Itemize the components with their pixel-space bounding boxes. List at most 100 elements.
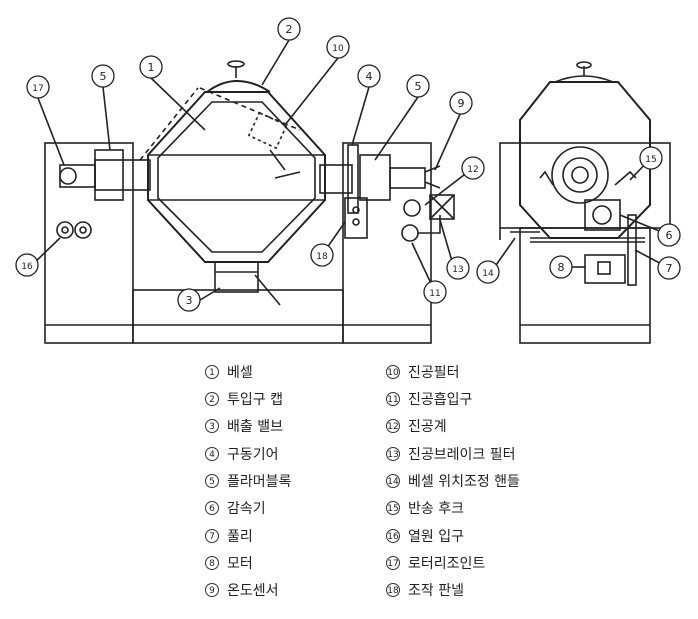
vacuum-gauge xyxy=(403,199,421,217)
legend-item-13: 13 진공브레이크 필터 xyxy=(386,444,516,464)
center-base xyxy=(132,289,344,344)
vacuum-inlet xyxy=(401,224,419,242)
legend-label: 풀리 xyxy=(227,529,253,545)
callout-7 xyxy=(657,256,681,280)
callout-8 xyxy=(549,255,573,279)
legend-item-16: 16 열원 입구 xyxy=(386,526,464,546)
callout-1 xyxy=(139,55,163,79)
legend-num: 2 xyxy=(205,392,219,406)
callout-10 xyxy=(326,35,350,59)
callout-15 xyxy=(639,146,663,170)
right-base-housing xyxy=(342,142,432,344)
legend-num: 5 xyxy=(205,474,219,488)
legend-num: 15 xyxy=(386,501,400,515)
callout-12 xyxy=(461,156,485,180)
callout-18 xyxy=(310,243,334,267)
legend-num: 16 xyxy=(386,529,400,543)
heat-inlet-b xyxy=(74,221,92,239)
legend-num: 13 xyxy=(386,447,400,461)
legend-item-10: 10 진공필터 xyxy=(386,362,460,382)
legend-label: 진공필터 xyxy=(408,365,460,381)
discharge-valve xyxy=(214,261,259,293)
legend-item-2: 2 투입구 캡 xyxy=(205,389,283,409)
vacuum-break-filter xyxy=(429,194,455,220)
transport-hook xyxy=(614,170,637,186)
callout-4-label: 4 xyxy=(366,70,373,83)
legend-num: 17 xyxy=(386,556,400,570)
legend-num: 3 xyxy=(205,419,219,433)
legend-item-18: 18 조작 판넬 xyxy=(386,580,464,600)
legend-label: 조작 판넬 xyxy=(408,583,464,599)
legend-num: 9 xyxy=(205,583,219,597)
callout-11 xyxy=(423,280,447,304)
motor xyxy=(584,254,626,284)
callout-5b-label: 5 xyxy=(415,80,422,93)
left-base-housing xyxy=(44,142,134,344)
callout-4 xyxy=(357,64,381,88)
callout-2 xyxy=(277,17,301,41)
legend-item-15: 15 반송 후크 xyxy=(386,498,464,518)
callout-9-label: 9 xyxy=(458,97,465,110)
side-flange xyxy=(551,146,609,204)
vessel xyxy=(147,91,326,263)
drive-gear xyxy=(347,144,359,214)
callout-3-label: 3 xyxy=(186,294,193,307)
legend-item-8: 8 모터 xyxy=(205,553,253,573)
legend-item-14: 14 베셀 위치조정 핸들 xyxy=(386,471,520,491)
legend-num: 18 xyxy=(386,583,400,597)
callout-7-label: 7 xyxy=(666,262,673,275)
legend-item-9: 9 온도센서 xyxy=(205,580,279,600)
callout-18-label: 18 xyxy=(316,252,328,262)
legend-num: 1 xyxy=(205,365,219,379)
callout-3 xyxy=(177,288,201,312)
legend-label: 반송 후크 xyxy=(408,501,464,517)
legend-num: 10 xyxy=(386,365,400,379)
legend-num: 6 xyxy=(205,501,219,515)
legend-label: 진공흡입구 xyxy=(408,392,473,408)
callout-9 xyxy=(449,91,473,115)
callout-1-label: 1 xyxy=(148,61,155,74)
callout-16 xyxy=(15,253,39,277)
callout-12-label: 12 xyxy=(467,165,478,175)
control-panel xyxy=(344,197,368,239)
callout-10-label: 10 xyxy=(332,44,344,54)
legend-label: 모터 xyxy=(227,556,253,572)
legend-label: 온도센서 xyxy=(227,583,279,599)
vacuum-filter xyxy=(247,111,288,150)
callout-14-label: 14 xyxy=(482,269,494,279)
legend-label: 배출 밸브 xyxy=(227,419,283,435)
reducer xyxy=(584,199,621,231)
legend-label: 투입구 캡 xyxy=(227,392,283,408)
callout-16-label: 16 xyxy=(21,262,33,272)
callout-17 xyxy=(26,75,50,99)
legend-label: 열원 입구 xyxy=(408,529,464,545)
legend-num: 8 xyxy=(205,556,219,570)
legend-num: 4 xyxy=(205,447,219,461)
left-plummer-block xyxy=(94,149,124,201)
legend-label: 진공계 xyxy=(408,419,447,435)
callout-15-label: 15 xyxy=(645,155,656,165)
machine-diagram: 1 2 3 4 5 5 6 7 8 9 10 11 12 13 14 15 16… xyxy=(15,17,681,344)
callout-13-label: 13 xyxy=(452,265,463,275)
legend-item-3: 3 배출 밸브 xyxy=(205,416,283,436)
callout-13 xyxy=(446,256,470,280)
callout-11-label: 11 xyxy=(429,289,440,299)
legend-num: 14 xyxy=(386,474,400,488)
callout-5a-label: 5 xyxy=(100,70,107,83)
callout-17-label: 17 xyxy=(32,84,43,94)
legend-label: 베셀 xyxy=(227,365,253,381)
callout-5b xyxy=(406,74,430,98)
legend-label: 진공브레이크 필터 xyxy=(408,447,516,463)
callout-8-label: 8 xyxy=(558,261,565,274)
heat-inlet-a xyxy=(56,221,74,239)
vessel-handle xyxy=(499,228,540,240)
legend-label: 베셀 위치조정 핸들 xyxy=(408,474,520,490)
charging-cap xyxy=(206,80,271,93)
